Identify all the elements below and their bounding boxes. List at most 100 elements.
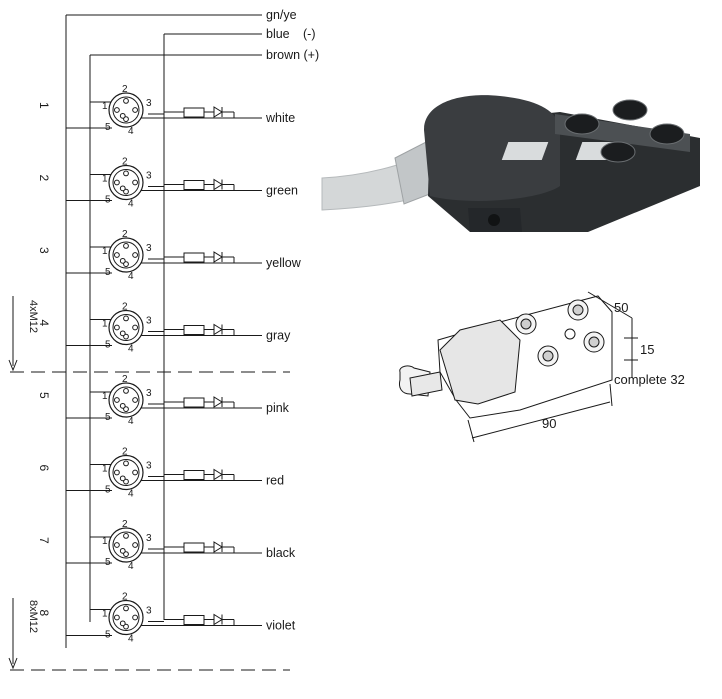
pin-number: 4 — [128, 199, 134, 210]
port-number: 4 — [37, 320, 51, 327]
pin-number: 4 — [128, 344, 134, 355]
connector-pin — [114, 252, 120, 258]
connector-pin — [123, 243, 129, 249]
connector-pin — [123, 460, 129, 467]
pin-number: 2 — [122, 519, 128, 530]
dim-line-50 — [587, 291, 633, 319]
connector-pin — [119, 112, 126, 119]
pin-number: 5 — [105, 267, 111, 278]
connector-pin — [114, 179, 120, 186]
port-number: 6 — [37, 465, 51, 472]
pin-number: 1 — [102, 246, 108, 257]
wire-color-label: yellow — [266, 256, 302, 270]
m12-connector-icon — [108, 599, 144, 636]
connector-pin — [114, 542, 120, 548]
led-icon — [213, 396, 223, 408]
connector-pin — [119, 620, 126, 627]
port-channels: 123451white123452green123453yellow123454… — [37, 84, 302, 645]
connector-pin — [132, 179, 139, 186]
pin-number: 1 — [102, 464, 108, 475]
connector-pin — [114, 614, 120, 621]
port-number: 2 — [37, 175, 51, 182]
resistor — [183, 470, 205, 480]
port-number: 7 — [37, 537, 51, 544]
group-separators — [8, 296, 290, 671]
pin-number: 1 — [102, 536, 108, 547]
pin-number: 2 — [122, 374, 128, 385]
pin-number: 4 — [128, 489, 134, 500]
led-icon — [213, 106, 223, 118]
resistor — [183, 615, 205, 625]
wire-color-label: red — [266, 474, 284, 488]
pin-number: 1 — [102, 101, 108, 112]
pin-number: 3 — [146, 98, 152, 109]
connector-pin — [132, 614, 139, 621]
pin-number: 2 — [122, 447, 128, 458]
m12-connector-ring — [112, 604, 140, 631]
m12-connector-icon — [108, 92, 144, 128]
m12-connector-icon — [108, 527, 144, 563]
connector-pin — [114, 397, 120, 403]
wire-label-brown: brown (+) — [266, 48, 319, 62]
pin-number: 2 — [122, 229, 128, 240]
connector-pin — [119, 257, 126, 264]
pin-number: 5 — [105, 557, 111, 568]
m12-connector-ring — [112, 531, 140, 559]
product-photo — [321, 95, 700, 232]
pin-number: 3 — [146, 533, 152, 544]
connector-pin — [114, 107, 120, 113]
resistor — [183, 252, 205, 263]
connector-pin — [123, 605, 129, 612]
pin-number: 2 — [122, 592, 128, 603]
pin-number: 4 — [128, 126, 134, 137]
cable-hood — [424, 95, 560, 201]
connector-pin — [132, 397, 139, 403]
pin-number: 3 — [146, 316, 152, 327]
mounting-hole — [488, 214, 500, 226]
pin-number: 4 — [128, 416, 134, 427]
connector-pin — [132, 542, 139, 548]
m12-connector-icon — [108, 237, 144, 273]
connector-pin — [114, 324, 120, 331]
wire-label-blue: blue — [266, 27, 290, 41]
pin-number: 2 — [122, 157, 128, 168]
port-number: 1 — [37, 102, 51, 109]
connector-pin — [123, 388, 129, 394]
dim-length-label: 90 — [542, 416, 556, 431]
drawing-hood — [439, 319, 521, 405]
pin-number: 5 — [105, 122, 111, 133]
resistor — [183, 180, 205, 190]
connector-pin — [132, 107, 139, 113]
wire-color-label: gray — [266, 329, 291, 343]
connector-pin — [123, 533, 129, 539]
wire-color-label: pink — [266, 401, 290, 415]
port-number: 5 — [37, 392, 51, 399]
group-label-8: 8xM12 — [27, 600, 39, 633]
connector-pin — [132, 252, 139, 258]
resistor — [183, 107, 205, 118]
pin-number: 1 — [102, 609, 108, 620]
connector-pin — [132, 324, 139, 331]
port-channel: 1 2 3 4 5 5 pink — [37, 374, 290, 427]
dim-width-label: 50 — [614, 300, 628, 315]
m12-connector-ring — [112, 169, 140, 196]
port-number: 8 — [37, 610, 51, 617]
bus-lines — [65, 14, 262, 648]
wire-label-minus: (-) — [303, 27, 316, 41]
pin-number: 5 — [105, 485, 111, 496]
pin-number: 5 — [105, 412, 111, 423]
m12-connector-icon — [108, 454, 144, 491]
wire-color-label: black — [266, 546, 296, 560]
pin-number: 1 — [102, 391, 108, 402]
pin-number: 5 — [105, 630, 111, 641]
pin-number: 3 — [146, 388, 152, 399]
port-number: 3 — [37, 247, 51, 254]
